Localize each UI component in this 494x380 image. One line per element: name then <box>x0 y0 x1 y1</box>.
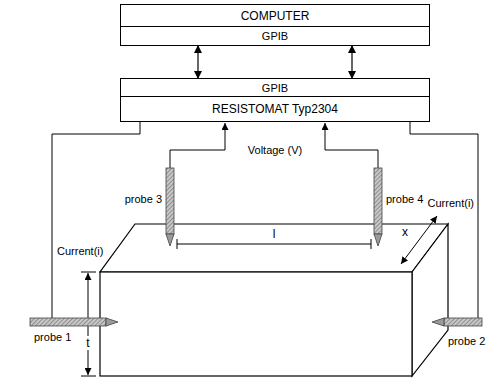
box-text-area: RESISTOMAT Typ2304 <box>121 97 429 121</box>
dimension-arrow <box>401 216 437 264</box>
dimension-tick <box>177 239 178 249</box>
signal-label: Current(i) <box>57 244 103 258</box>
box-label: GPIB <box>262 30 288 42</box>
dimension-tick <box>371 239 372 249</box>
box-text-area: GPIB <box>121 79 429 96</box>
signal-label: Voltage (V) <box>248 143 302 157</box>
dimension-label: x <box>402 225 408 239</box>
gpib-band: GPIB <box>121 26 429 45</box>
probe-3-symbol <box>166 168 174 246</box>
voltage-wire <box>170 123 225 168</box>
probe-label: probe 4 <box>386 192 423 206</box>
instrument-box: RESISTOMAT Typ2304 GPIB <box>120 78 430 122</box>
gpib-connector <box>197 45 198 79</box>
block-front-face <box>100 272 412 376</box>
box-text-area: COMPUTER <box>121 5 429 26</box>
computer-box: COMPUTER GPIB <box>120 4 430 46</box>
block-top-face <box>100 224 448 272</box>
dimension-tick <box>81 272 96 273</box>
dimension-tick <box>81 376 96 377</box>
dimension-label: l <box>273 227 276 241</box>
voltage-wire <box>325 123 378 168</box>
probe-label: probe 1 <box>34 330 71 344</box>
probe-4-symbol <box>374 168 382 246</box>
gpib-band: GPIB <box>121 79 429 97</box>
probe-label: probe 2 <box>448 334 485 348</box>
current-wire <box>410 122 478 318</box>
current-wire <box>52 122 140 318</box>
box-text-area: GPIB <box>121 27 429 45</box>
gpib-connector <box>351 45 352 79</box>
box-label: COMPUTER <box>241 9 310 23</box>
probe-1-symbol <box>30 318 118 326</box>
block-right-face <box>412 224 448 376</box>
probe-label: probe 3 <box>125 192 162 206</box>
box-label: RESISTOMAT Typ2304 <box>212 102 338 116</box>
signal-label: Current(i) <box>428 196 474 210</box>
dimension-line <box>177 244 371 245</box>
probe-2-symbol <box>432 318 482 326</box>
dimension-label: t <box>85 336 90 350</box>
box-label: GPIB <box>262 82 288 94</box>
